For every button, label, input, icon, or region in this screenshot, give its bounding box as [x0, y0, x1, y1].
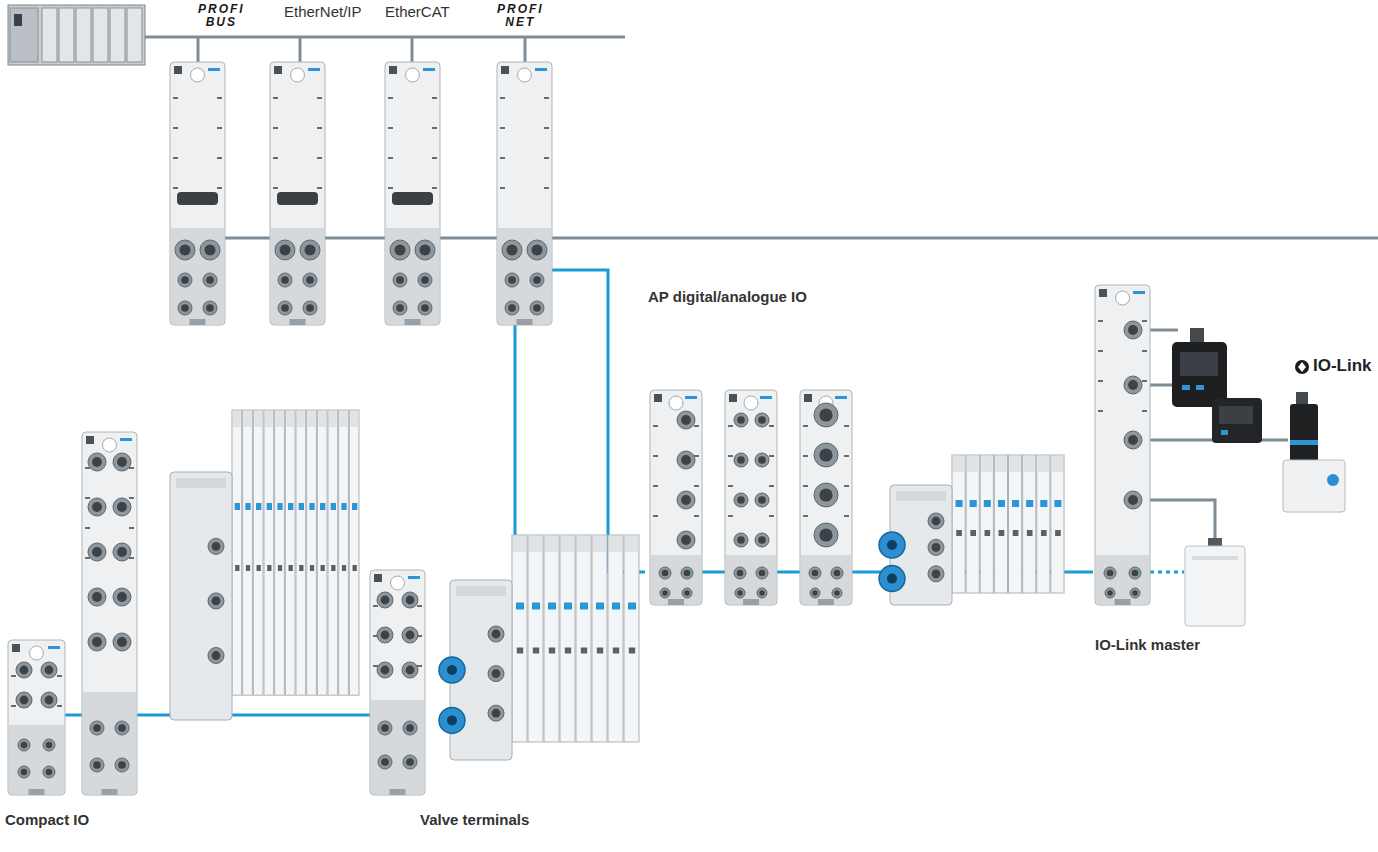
fieldbus-module: PROFI BUS — [170, 3, 252, 325]
group-label: Compact IO — [5, 811, 89, 830]
group-label: AP digital/analogue IO — [648, 288, 807, 307]
ap-link — [775, 571, 802, 574]
fieldbus-drop — [524, 37, 527, 64]
io-module — [370, 570, 425, 795]
io-link-cable — [1150, 329, 1178, 332]
io-module-group: AP digital/analogue IO — [645, 288, 850, 608]
group-label: Valve terminals — [420, 811, 529, 830]
io-link-master: IO-Link master — [1093, 285, 1205, 655]
fieldbus-name: PROFI BUS — [198, 3, 245, 29]
fieldbus-name: EtherNet/IP — [284, 3, 362, 22]
io-module — [800, 390, 852, 605]
fieldbus-module: EtherCAT — [385, 3, 465, 325]
fieldbus-module: EtherNet/IP — [270, 3, 370, 325]
fieldbus-drop — [411, 37, 414, 64]
io-module — [270, 62, 325, 325]
group-label: IO-Link master — [1095, 636, 1200, 655]
valve-terminal-group: Valve terminals — [420, 640, 645, 830]
ap-link — [552, 270, 645, 572]
io-module — [725, 390, 777, 605]
compact-io: Compact IO — [5, 640, 94, 830]
ap-link-continued — [1150, 571, 1184, 574]
plc-rack — [8, 5, 145, 65]
fieldbus-name: PROFI NET — [497, 3, 544, 29]
fieldbus-drop — [299, 37, 302, 64]
io-module — [385, 62, 440, 325]
valve-terminal — [879, 455, 1064, 605]
io-module — [8, 640, 65, 795]
protocol-logo: IO-Link — [1313, 356, 1372, 376]
valve-terminal — [439, 535, 639, 760]
fieldbus-drop — [197, 37, 200, 64]
io-module — [82, 432, 137, 795]
io-module — [1095, 285, 1150, 605]
io-module — [170, 62, 225, 325]
fieldbus-name: EtherCAT — [385, 3, 450, 22]
valve-terminal — [170, 410, 359, 720]
ap-link — [63, 714, 84, 717]
ethernet-line — [170, 237, 1378, 240]
fieldbus-line — [145, 36, 625, 39]
fieldbus-module: PROFI NET — [495, 3, 552, 325]
io-link-cable — [1150, 500, 1215, 548]
ap-link — [700, 571, 727, 574]
io-module — [650, 390, 702, 605]
io-module — [497, 62, 552, 325]
